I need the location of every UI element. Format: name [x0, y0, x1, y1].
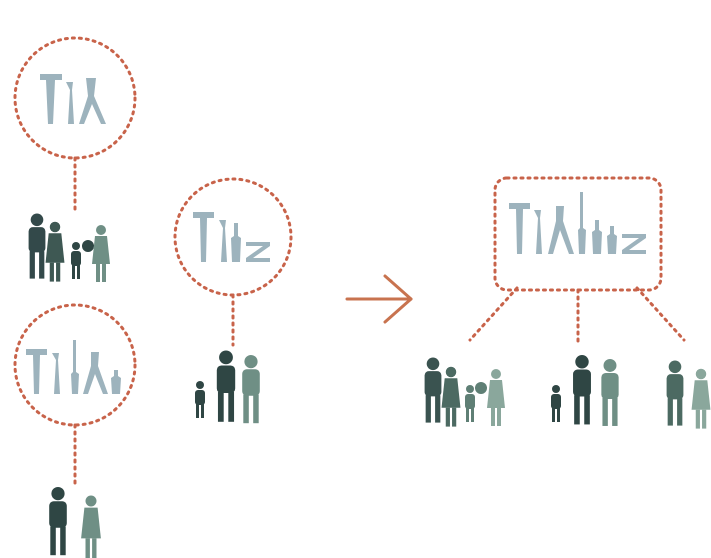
pliers-icon	[79, 78, 106, 124]
hammer-icon	[509, 203, 530, 254]
pliers-icon	[548, 206, 574, 254]
hammer-icon	[193, 212, 214, 262]
screwdriver-icon	[111, 370, 121, 394]
screwdriver-icon	[71, 340, 79, 394]
hammer-icon	[26, 349, 47, 394]
wrench-icon	[219, 220, 227, 262]
wrench-icon	[52, 353, 60, 394]
people-family-right	[424, 357, 505, 427]
screwdriver-icon	[231, 223, 241, 262]
ball-icon	[475, 382, 487, 394]
ruler-icon	[622, 234, 646, 254]
tool-set-a	[40, 74, 106, 124]
tool-circle-c	[13, 303, 137, 427]
ball-icon	[82, 240, 94, 252]
tool-set-combined	[509, 192, 646, 254]
connector-shared-left	[468, 286, 519, 342]
people-family	[28, 213, 110, 282]
screwdriver-icon	[592, 220, 602, 254]
wrench-icon	[66, 82, 74, 124]
pliers-icon	[83, 352, 108, 394]
tool-set-c	[26, 340, 121, 394]
arrow-icon	[345, 274, 413, 324]
wrench-icon	[534, 210, 542, 254]
connector-shared-right	[635, 286, 686, 342]
hammer-icon	[40, 74, 62, 124]
ruler-icon	[246, 242, 270, 262]
screwdriver-icon	[578, 192, 586, 254]
tool-set-b	[193, 212, 270, 262]
screwdriver-icon	[607, 226, 617, 254]
